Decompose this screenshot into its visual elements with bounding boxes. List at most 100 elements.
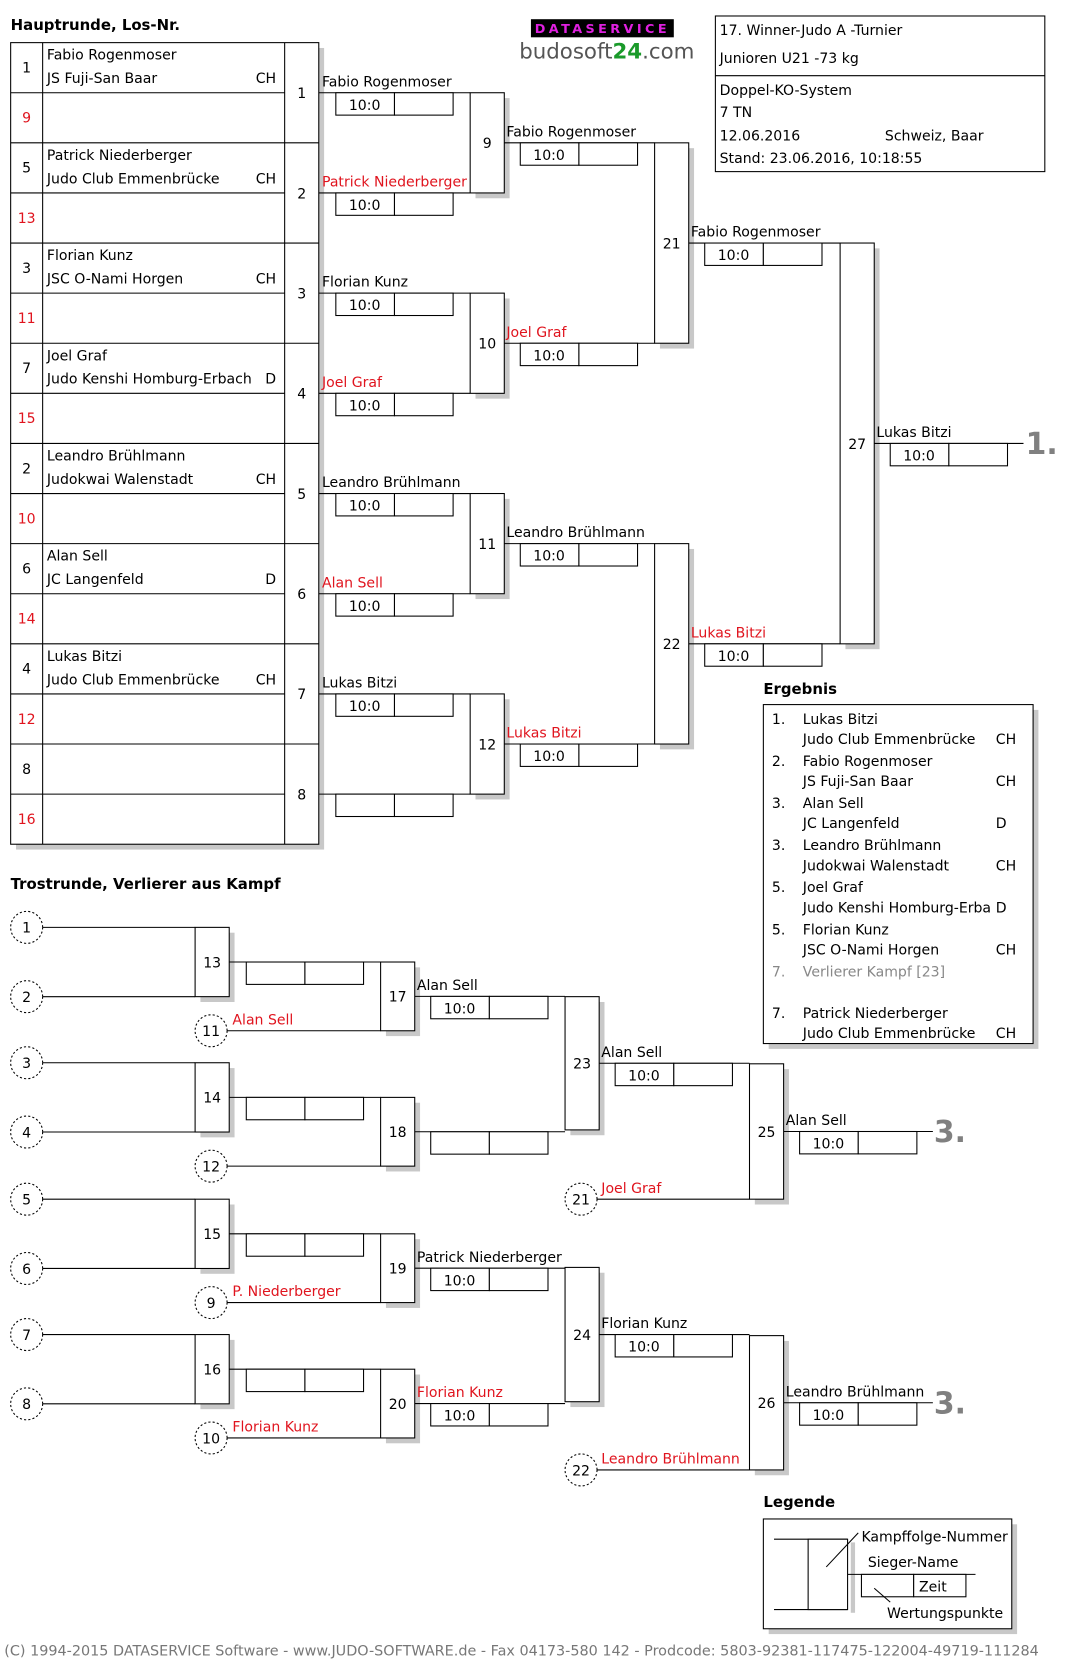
draw-number: 3 — [22, 261, 31, 277]
time-cell — [578, 543, 639, 567]
result-name: Florian Kunz — [803, 922, 889, 938]
draw-slot[interactable]: 8 — [22, 762, 31, 778]
result-rank: 5. — [772, 880, 785, 896]
draw-number: 11 — [18, 311, 36, 327]
draw-number: 16 — [18, 812, 36, 828]
draw-number: 2 — [22, 461, 31, 477]
draw-number: 9 — [22, 111, 31, 127]
legend-winner-name: Sieger-Name — [868, 1555, 959, 1571]
time-cell — [488, 1403, 549, 1427]
fight-result[interactable] — [335, 793, 454, 818]
athlete-nation: CH — [256, 272, 276, 288]
time-cell — [393, 492, 454, 517]
score-value: 10:0 — [349, 198, 381, 214]
draw-slot[interactable]: 9 — [22, 111, 31, 127]
winner-name: Fabio Rogenmoser — [322, 74, 452, 90]
legend-box: Kampffolge-Nummer Sieger-Name Zeit Wertu… — [762, 1518, 1018, 1635]
fight-result[interactable] — [430, 1131, 549, 1155]
result-rank: 7. — [772, 1006, 785, 1022]
draw-slot[interactable]: 10 — [18, 511, 36, 527]
fight-box-20[interactable] — [380, 1368, 416, 1439]
repechage-heading: Trostrunde, Verlierer aus Kampf — [11, 875, 281, 893]
status-timestamp: Stand: 23.06.2016, 10:18:55 — [720, 151, 923, 167]
tournament-location: Schweiz, Baar — [885, 129, 984, 145]
fight-box-16[interactable] — [194, 1334, 230, 1405]
fight-box-14[interactable] — [194, 1062, 230, 1133]
winner-name: Fabio Rogenmoser — [506, 124, 636, 140]
draw-slot[interactable]: 14 — [18, 612, 36, 628]
fight-box-25[interactable] — [748, 1063, 785, 1200]
fight-box-27[interactable] — [839, 242, 875, 645]
draw-slot[interactable]: 13 — [18, 211, 36, 227]
fight-box-22[interactable] — [654, 543, 690, 745]
draw-slot[interactable]: 12 — [18, 712, 36, 728]
fight-box-10[interactable] — [469, 292, 505, 394]
fight-box-15[interactable] — [194, 1198, 230, 1270]
result-club: JS Fuji-San Baar — [802, 774, 913, 790]
draw-slot[interactable]: 11 — [18, 311, 36, 327]
winner-name: Lukas Bitzi — [506, 726, 581, 742]
fight-number: 13 — [203, 955, 221, 971]
score-value: 10:0 — [349, 599, 381, 615]
fight-box-23[interactable] — [564, 996, 600, 1131]
result-club: Judokwai Walenstadt — [802, 858, 950, 874]
score-value: 10:0 — [444, 1409, 476, 1425]
fight-box-11[interactable] — [469, 492, 505, 595]
result-name: Verlierer Kampf [23] — [803, 964, 945, 980]
fight-number: 1 — [297, 86, 306, 102]
draw-number: 10 — [18, 511, 36, 527]
fight-box-24[interactable] — [564, 1266, 600, 1403]
fight-box-17[interactable] — [380, 961, 416, 1032]
time-cell — [578, 743, 639, 767]
time-cell — [488, 1267, 549, 1292]
athlete-name: Alan Sell — [47, 549, 108, 565]
draw-slot[interactable]: 16 — [18, 812, 36, 828]
result-heading: Ergebnis — [763, 680, 837, 698]
winner-name: Joel Graf — [321, 375, 383, 391]
fight-box-21[interactable] — [654, 142, 690, 344]
fight-box-26[interactable] — [748, 1335, 785, 1471]
tournament-title: 17. Winner-Judo A -Turnier — [720, 23, 903, 39]
result-rank: 3. — [772, 838, 785, 854]
fight-number: 10 — [478, 337, 496, 353]
fight-number: 4 — [297, 387, 306, 403]
fight-box-19[interactable] — [380, 1233, 416, 1304]
fight-number: 22 — [663, 637, 681, 653]
fight-number: 24 — [573, 1328, 591, 1344]
draw-slot[interactable]: 15 — [18, 411, 36, 427]
fight-box-9[interactable] — [469, 92, 505, 194]
loser-source-number: 3 — [22, 1056, 31, 1072]
